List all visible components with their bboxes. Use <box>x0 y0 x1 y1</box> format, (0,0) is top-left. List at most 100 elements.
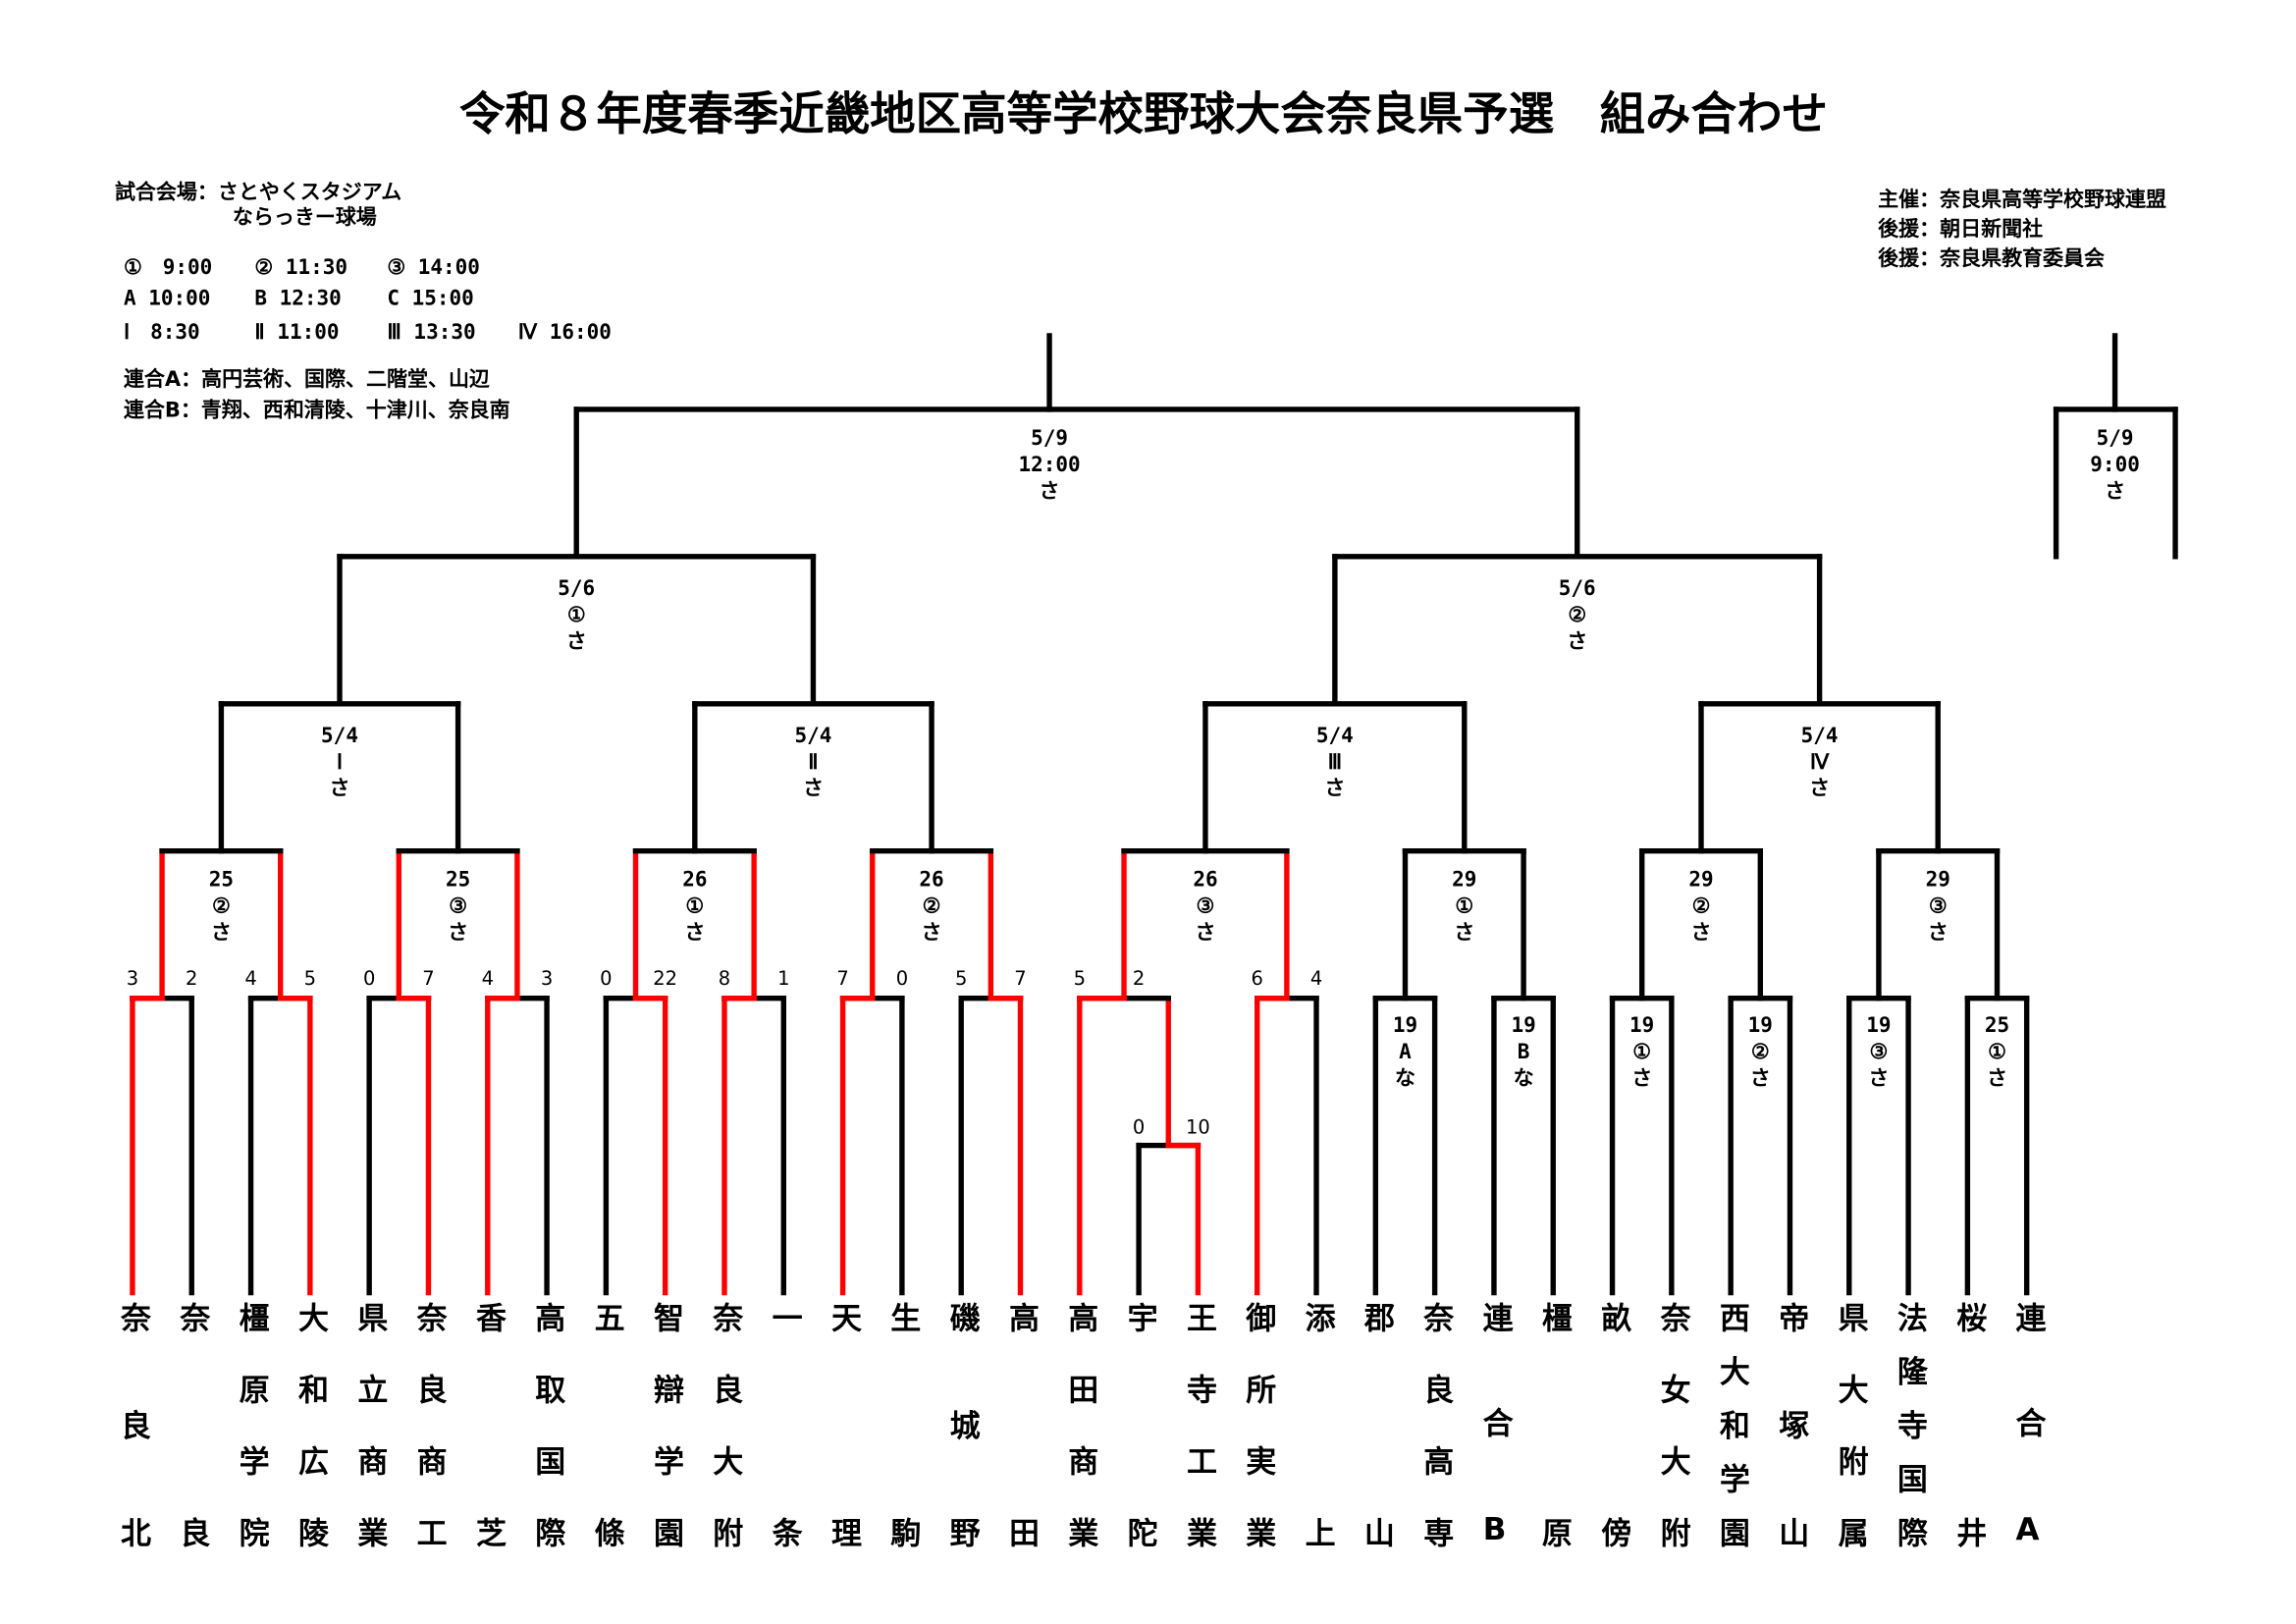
semifinal-label: 5/6 <box>1559 576 1596 600</box>
team-name: 奈良北 <box>115 1302 150 1547</box>
time-slot: Ⅱ 11:00 <box>254 320 339 344</box>
round2-label: 29 <box>1926 868 1950 892</box>
score: 2 <box>186 967 197 990</box>
round2-label: ③ <box>1197 894 1215 918</box>
team-name: 西大和学園 <box>1713 1302 1749 1547</box>
round2-label: 26 <box>682 868 707 892</box>
team-name: 五條 <box>588 1302 624 1547</box>
team-name: 奈女大附 <box>1654 1302 1690 1547</box>
round2-label: さ <box>1691 921 1712 945</box>
match-schedule-label: 19 <box>1629 1013 1654 1037</box>
combined-b: 連合B：青翔、西和清陵、十津川、奈良南 <box>124 398 510 421</box>
third-place-label: 5/9 <box>2097 426 2134 450</box>
round2-label: さ <box>1454 921 1474 945</box>
team-name: 橿原 <box>1535 1302 1572 1547</box>
team-name: 県立商業 <box>351 1302 388 1547</box>
round3-label: Ⅱ <box>808 750 818 774</box>
venue-label: 試合会場：さとやくスタジアム <box>115 181 401 204</box>
final-label: 12:00 <box>1018 453 1080 476</box>
team-name: 磯城野 <box>943 1302 980 1547</box>
round3-label: 5/4 <box>321 724 358 747</box>
match-schedule-label: さ <box>1750 1066 1771 1090</box>
semifinal-label: ② <box>1568 603 1586 626</box>
round3-label: さ <box>803 777 824 800</box>
time-table: ① 9:00 ② 11:30 ③ 14:00 A 10:00 B 12:30 C… <box>124 255 612 344</box>
round2-label: ② <box>212 894 231 918</box>
score: 3 <box>127 967 138 990</box>
sponsor-line: 後援：奈良県教育委員会 <box>1878 246 2105 270</box>
team-name: 香芝 <box>469 1302 506 1547</box>
team-name: 王寺工業 <box>1180 1302 1216 1547</box>
round2-label: ③ <box>449 894 467 918</box>
team-name: 大和広陵 <box>292 1302 328 1547</box>
round3-label: Ⅲ <box>1328 750 1342 774</box>
venue-second: ならっきー球場 <box>233 205 377 229</box>
score: 2 <box>1133 967 1145 990</box>
match-schedule-label: ② <box>1751 1040 1770 1063</box>
match-schedule-label: 19 <box>1511 1013 1535 1037</box>
round2-label: さ <box>1195 921 1215 945</box>
score: 1 <box>777 967 789 990</box>
score: 0 <box>1133 1116 1145 1139</box>
semifinal-label: さ <box>566 629 587 653</box>
combined-a: 連合A：高円芸術、国際、二階堂、山辺 <box>124 367 490 391</box>
round3-label: さ <box>1809 777 1830 800</box>
round3-label: さ <box>330 777 350 800</box>
match-schedule-label: ③ <box>1870 1040 1889 1063</box>
round2-label: ① <box>685 894 704 918</box>
score: 6 <box>1252 967 1263 990</box>
score: 10 <box>1186 1116 1210 1139</box>
round3-label: Ⅳ <box>1810 750 1830 774</box>
match-schedule-label: ① <box>1988 1040 2006 1063</box>
round2-label: 26 <box>919 868 943 892</box>
team-name: 奈良高専 <box>1417 1302 1454 1547</box>
sponsor-line: 後援：朝日新聞社 <box>1878 217 2043 241</box>
team-name: 添上 <box>1299 1302 1335 1547</box>
time-slot: C 15:00 <box>387 286 473 309</box>
match-schedule-label: A <box>1399 1040 1412 1063</box>
score: 4 <box>1310 967 1322 990</box>
time-slot: ③ 14:00 <box>387 255 480 279</box>
team-name: 一条 <box>766 1302 802 1547</box>
round3-label: 5/4 <box>794 724 831 747</box>
team-name: 奈良商工 <box>410 1302 447 1547</box>
team-name: 天理 <box>825 1302 861 1547</box>
team-name: 智辯学園 <box>647 1302 683 1547</box>
round2-label: ③ <box>1929 894 1948 918</box>
score: 7 <box>1014 967 1026 990</box>
team-name: 帝塚山 <box>1773 1302 1809 1547</box>
time-slot: ② 11:30 <box>254 255 347 279</box>
team-name: 高田商業 <box>1062 1302 1098 1547</box>
round3-label: 5/4 <box>1316 724 1354 747</box>
team-name: 橿原学院 <box>233 1302 269 1547</box>
score: 0 <box>600 967 612 990</box>
team-name: 奈良大附 <box>707 1302 743 1547</box>
match-schedule-label: さ <box>1987 1066 2007 1090</box>
page-title: 令和８年度春季近畿地区高等学校野球大会奈良県予選 組み合わせ <box>459 87 1828 140</box>
match-schedule-label: B <box>1518 1040 1530 1063</box>
match-schedule-label: 19 <box>1393 1013 1417 1037</box>
team-name: 高取国際 <box>529 1302 565 1547</box>
score: 3 <box>541 967 553 990</box>
team-name: 連合A <box>2009 1302 2046 1547</box>
score: 0 <box>363 967 375 990</box>
match-schedule-label: 19 <box>1748 1013 1773 1037</box>
round2-label: 25 <box>446 868 470 892</box>
semifinal-label: さ <box>1567 629 1587 653</box>
round2-label: さ <box>684 921 705 945</box>
team-name: 生駒 <box>884 1302 921 1547</box>
team-name: 法隆寺国際 <box>1891 1302 1927 1547</box>
match-schedule-label: 19 <box>1866 1013 1891 1037</box>
team-name: 奈良 <box>174 1302 210 1547</box>
time-slot: ① 9:00 <box>124 255 212 279</box>
match-schedule-label: さ <box>1868 1066 1889 1090</box>
final-label: 5/9 <box>1031 426 1068 450</box>
score: 22 <box>653 967 677 990</box>
match-schedule-label: な <box>1395 1066 1415 1090</box>
round3-label: さ <box>1324 777 1345 800</box>
round2-label: さ <box>922 921 942 945</box>
score: 5 <box>304 967 316 990</box>
sponsors: 主催：奈良県高等学校野球連盟 後援：朝日新聞社 後援：奈良県教育委員会 <box>1878 188 2166 270</box>
sponsor-line: 主催：奈良県高等学校野球連盟 <box>1878 188 2166 211</box>
